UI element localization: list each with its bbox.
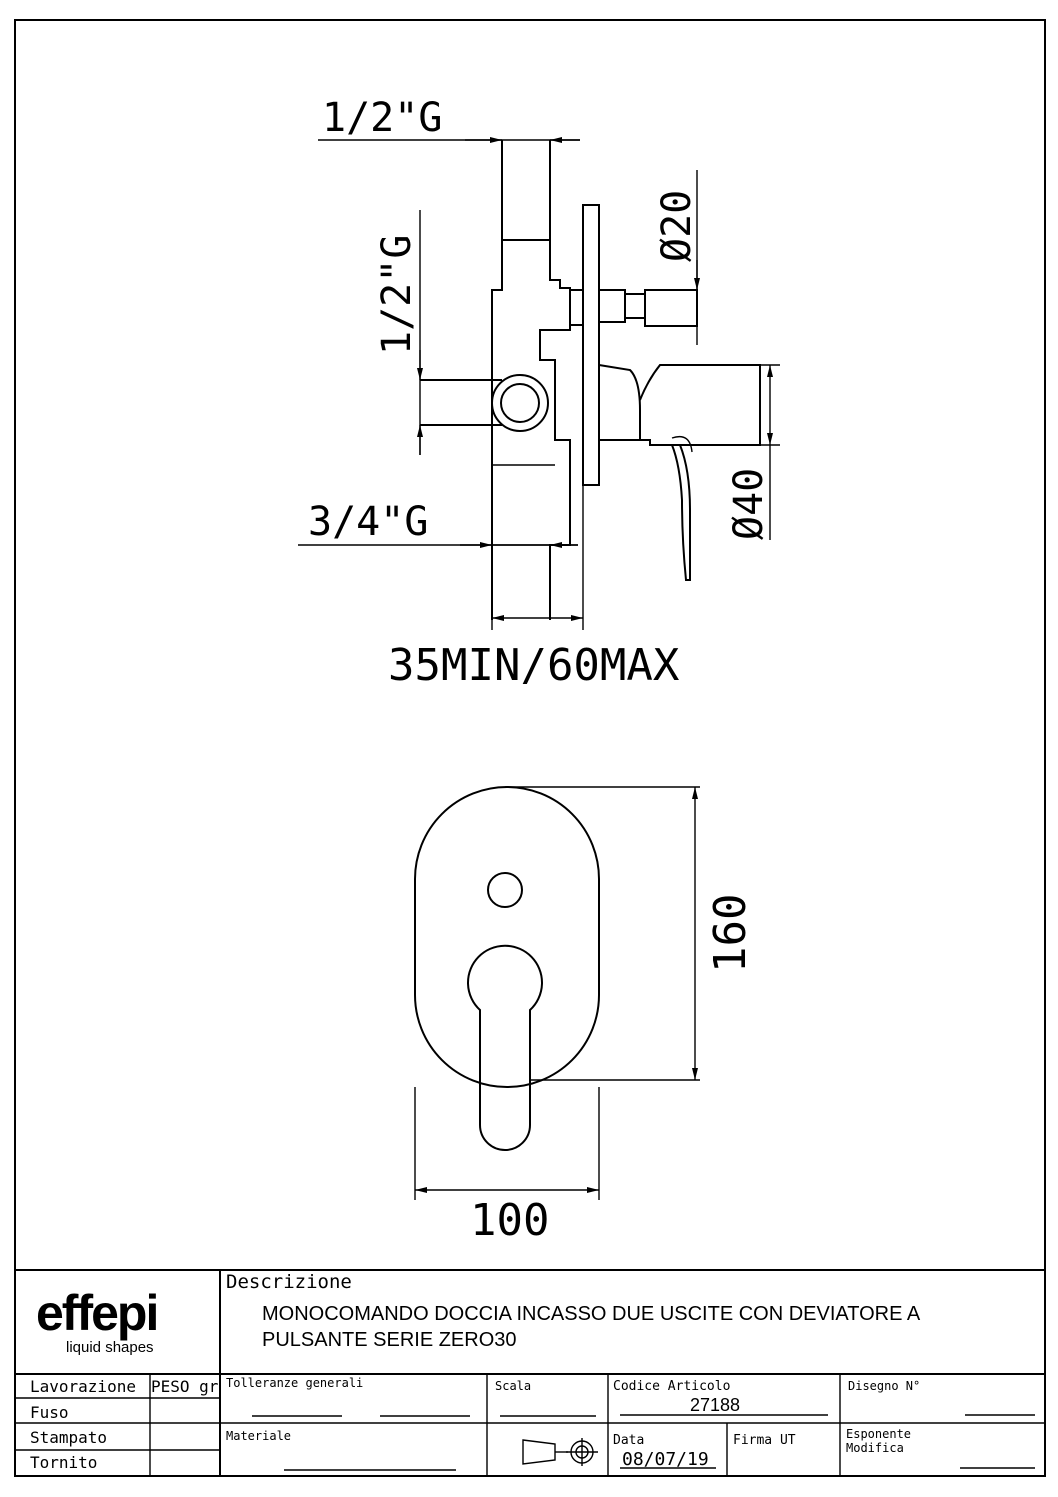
scala-label: Scala: [495, 1379, 531, 1393]
sheet-border: [14, 19, 1046, 1477]
esponente-label: Esponente: [846, 1427, 911, 1441]
dim-inlet-top: 1/2"G: [322, 95, 442, 141]
dim-inlet-side: 1/2"G: [374, 235, 420, 355]
dim-depth-range: 35MIN/60MAX: [388, 640, 680, 691]
codice-value: 27188: [690, 1395, 740, 1415]
front-view: [414, 786, 600, 1151]
projection-symbol-icon: [522, 1438, 598, 1466]
fuso-label: Fuso: [30, 1403, 69, 1422]
brand-tagline: liquid shapes: [66, 1339, 154, 1356]
firma-label: Firma UT: [733, 1433, 796, 1448]
dim-plate-width: 100: [470, 1195, 549, 1246]
description-line1: MONOCOMANDO DOCCIA INCASSO DUE USCITE CO…: [262, 1303, 921, 1325]
tornito-label: Tornito: [30, 1453, 97, 1472]
lavorazione-label: Lavorazione: [30, 1377, 136, 1396]
dim-handle-diameter: Ø40: [726, 468, 772, 540]
dim-spindle-diameter: Ø20: [654, 190, 700, 262]
peso-label: PESO gr: [151, 1377, 219, 1396]
dim-plate-height: 160: [705, 894, 756, 973]
stampato-label: Stampato: [30, 1428, 107, 1447]
description-label: Descrizione: [226, 1271, 352, 1293]
diverter-button: [487, 872, 523, 908]
handle-lever: [467, 944, 543, 1151]
materiale-label: Materiale: [226, 1429, 291, 1443]
description-line2: PULSANTE SERIE ZERO30: [262, 1329, 517, 1351]
modifica-label: Modifica: [846, 1441, 904, 1455]
front-dimensions: 160 100: [414, 786, 756, 1246]
data-value: 08/07/19: [622, 1449, 709, 1470]
side-view: [420, 140, 761, 620]
title-block: effepi liquid shapes Descrizione MONOCOM…: [15, 1269, 1045, 1476]
codice-label: Codice Articolo: [613, 1379, 730, 1394]
tolleranze-label: Tolleranze generali: [226, 1376, 363, 1390]
side-dimensions: 1/2"G 1/2"G Ø20 Ø40 3/4"G 35MIN/60MAX: [298, 95, 780, 691]
disegno-label: Disegno N°: [848, 1379, 920, 1393]
dim-outlet-bottom: 3/4"G: [308, 499, 428, 545]
data-label: Data: [613, 1433, 644, 1448]
brand-logo: effepi: [36, 1285, 157, 1341]
